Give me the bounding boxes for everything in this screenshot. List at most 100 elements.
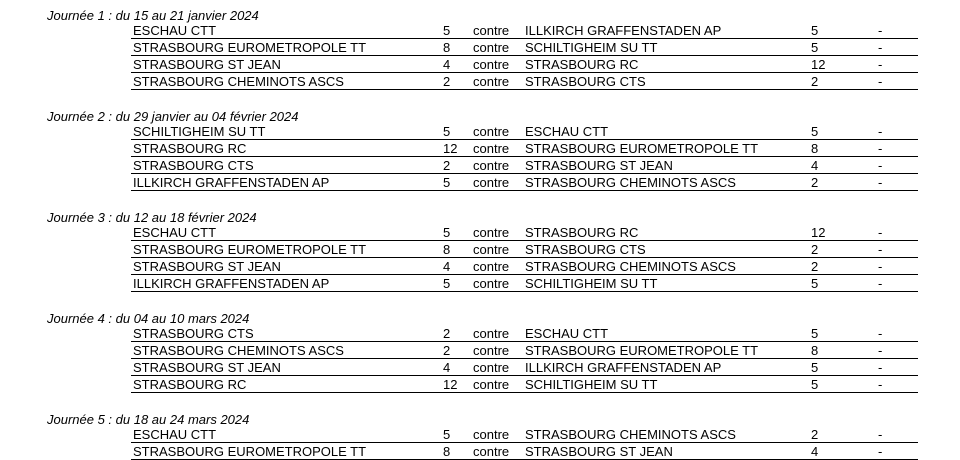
match-list: ESCHAU CTT 5 contre STRASBOURG CHEMINOTS…: [0, 426, 960, 460]
match-result: -: [878, 57, 883, 72]
away-team: ILLKIRCH GRAFFENSTADEN AP: [525, 23, 722, 38]
away-team: STRASBOURG ST JEAN: [525, 444, 673, 459]
versus-label: contre: [473, 360, 510, 375]
away-team-number: 4: [811, 158, 819, 173]
away-team-number: 8: [811, 343, 819, 358]
away-team: SCHILTIGHEIM SU TT: [525, 276, 658, 291]
match-row: STRASBOURG ST JEAN 4 contre ILLKIRCH GRA…: [131, 359, 918, 376]
home-team: STRASBOURG EUROMETROPOLE TT: [133, 444, 367, 459]
away-team-number: 8: [811, 141, 819, 156]
match-row: STRASBOURG ST JEAN 4 contre STRASBOURG C…: [131, 258, 918, 275]
away-team: ILLKIRCH GRAFFENSTADEN AP: [525, 360, 722, 375]
versus-label: contre: [473, 74, 510, 89]
home-team-number: 8: [443, 40, 451, 55]
match-list: SCHILTIGHEIM SU TT 5 contre ESCHAU CTT 5…: [0, 123, 960, 191]
versus-label: contre: [473, 444, 510, 459]
versus-label: contre: [473, 141, 510, 156]
away-team-number: 5: [811, 326, 819, 341]
matchday-title: Journée 1 : du 15 au 21 janvier 2024: [47, 8, 259, 23]
versus-label: contre: [473, 23, 510, 38]
match-row: STRASBOURG ST JEAN 4 contre STRASBOURG R…: [131, 56, 918, 73]
away-team: STRASBOURG EUROMETROPOLE TT: [525, 343, 759, 358]
match-result: -: [878, 276, 883, 291]
match-row: STRASBOURG EUROMETROPOLE TT 8 contre STR…: [131, 241, 918, 258]
home-team-number: 8: [443, 242, 451, 257]
match-result: -: [878, 225, 883, 240]
match-result: -: [878, 141, 883, 156]
away-team-number: 5: [811, 360, 819, 375]
away-team-number: 5: [811, 124, 819, 139]
versus-label: contre: [473, 124, 510, 139]
away-team: ESCHAU CTT: [525, 326, 609, 341]
home-team: STRASBOURG CHEMINOTS ASCS: [133, 343, 344, 358]
match-row: STRASBOURG RC 12 contre SCHILTIGHEIM SU …: [131, 376, 918, 393]
match-row: ESCHAU CTT 5 contre STRASBOURG RC 12 -: [131, 224, 918, 241]
home-team: STRASBOURG CTS: [133, 326, 254, 341]
matchday-title: Journée 5 : du 18 au 24 mars 2024: [47, 412, 250, 427]
match-result: -: [878, 377, 883, 392]
home-team: STRASBOURG EUROMETROPOLE TT: [133, 242, 367, 257]
match-row: STRASBOURG EUROMETROPOLE TT 8 contre STR…: [131, 443, 918, 460]
home-team: STRASBOURG RC: [133, 377, 247, 392]
away-team: STRASBOURG RC: [525, 57, 639, 72]
matchday-title: Journée 2 : du 29 janvier au 04 février …: [47, 109, 299, 124]
away-team: SCHILTIGHEIM SU TT: [525, 377, 658, 392]
match-row: SCHILTIGHEIM SU TT 5 contre ESCHAU CTT 5…: [131, 123, 918, 140]
match-list: ESCHAU CTT 5 contre ILLKIRCH GRAFFENSTAD…: [0, 22, 960, 90]
matchday-title: Journée 4 : du 04 au 10 mars 2024: [47, 311, 250, 326]
away-team-number: 2: [811, 427, 819, 442]
match-result: -: [878, 175, 883, 190]
away-team: STRASBOURG CTS: [525, 74, 646, 89]
home-team-number: 5: [443, 225, 451, 240]
match-result: -: [878, 343, 883, 358]
home-team-number: 2: [443, 158, 451, 173]
away-team-number: 2: [811, 74, 819, 89]
match-result: -: [878, 427, 883, 442]
match-result: -: [878, 242, 883, 257]
home-team: STRASBOURG CHEMINOTS ASCS: [133, 74, 344, 89]
match-list: STRASBOURG CTS 2 contre ESCHAU CTT 5 - S…: [0, 325, 960, 393]
match-row: STRASBOURG EUROMETROPOLE TT 8 contre SCH…: [131, 39, 918, 56]
away-team: STRASBOURG ST JEAN: [525, 158, 673, 173]
home-team-number: 5: [443, 276, 451, 291]
home-team-number: 12: [443, 377, 458, 392]
match-row: ILLKIRCH GRAFFENSTADEN AP 5 contre STRAS…: [131, 174, 918, 191]
away-team-number: 12: [811, 57, 826, 72]
home-team: ILLKIRCH GRAFFENSTADEN AP: [133, 276, 330, 291]
away-team-number: 5: [811, 23, 819, 38]
match-row: STRASBOURG CTS 2 contre ESCHAU CTT 5 -: [131, 325, 918, 342]
away-team-number: 12: [811, 225, 826, 240]
away-team: STRASBOURG RC: [525, 225, 639, 240]
home-team: ESCHAU CTT: [133, 225, 217, 240]
match-row: ESCHAU CTT 5 contre ILLKIRCH GRAFFENSTAD…: [131, 22, 918, 39]
match-row: STRASBOURG CHEMINOTS ASCS 2 contre STRAS…: [131, 342, 918, 359]
match-list: ESCHAU CTT 5 contre STRASBOURG RC 12 - S…: [0, 224, 960, 292]
matchday-title: Journée 3 : du 12 au 18 février 2024: [47, 210, 257, 225]
home-team: STRASBOURG ST JEAN: [133, 259, 281, 274]
home-team-number: 8: [443, 444, 451, 459]
home-team: ESCHAU CTT: [133, 23, 217, 38]
away-team: STRASBOURG CHEMINOTS ASCS: [525, 427, 736, 442]
away-team: SCHILTIGHEIM SU TT: [525, 40, 658, 55]
home-team-number: 4: [443, 360, 451, 375]
home-team-number: 2: [443, 74, 451, 89]
home-team: STRASBOURG CTS: [133, 158, 254, 173]
home-team-number: 4: [443, 259, 451, 274]
versus-label: contre: [473, 259, 510, 274]
match-result: -: [878, 40, 883, 55]
match-row: ILLKIRCH GRAFFENSTADEN AP 5 contre SCHIL…: [131, 275, 918, 292]
away-team-number: 5: [811, 276, 819, 291]
away-team-number: 2: [811, 259, 819, 274]
home-team-number: 5: [443, 124, 451, 139]
match-row: ESCHAU CTT 5 contre STRASBOURG CHEMINOTS…: [131, 426, 918, 443]
home-team: ILLKIRCH GRAFFENSTADEN AP: [133, 175, 330, 190]
versus-label: contre: [473, 57, 510, 72]
home-team-number: 2: [443, 343, 451, 358]
match-result: -: [878, 158, 883, 173]
home-team-number: 5: [443, 23, 451, 38]
versus-label: contre: [473, 40, 510, 55]
home-team: ESCHAU CTT: [133, 427, 217, 442]
away-team-number: 2: [811, 175, 819, 190]
away-team: STRASBOURG CHEMINOTS ASCS: [525, 175, 736, 190]
